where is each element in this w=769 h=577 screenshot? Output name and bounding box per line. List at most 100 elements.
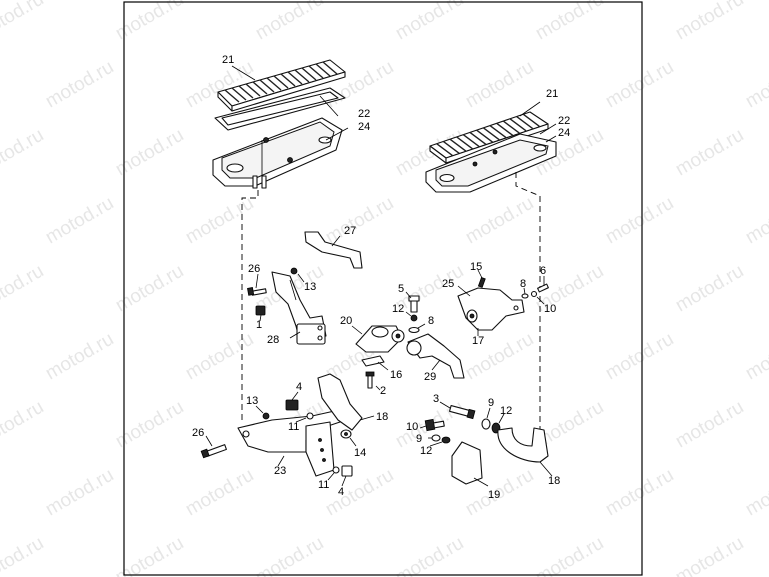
callout-5: 5	[398, 283, 404, 295]
pad-rib	[308, 65, 324, 79]
bolt-3	[439, 401, 476, 420]
pad-rib	[238, 85, 254, 99]
pad-rib	[516, 115, 534, 130]
callout-24-right: 24	[558, 127, 570, 139]
pad-rib	[476, 129, 494, 143]
callout-6: 6	[540, 265, 546, 277]
pad-rib	[509, 118, 527, 132]
watermark-text: motod.ru	[112, 397, 187, 453]
callout-2: 2	[380, 385, 386, 397]
callout-15: 15	[470, 261, 482, 273]
nut-13-lower	[255, 405, 270, 420]
left-support-bracket-27	[304, 231, 363, 269]
pad-rib	[462, 134, 480, 148]
pad-rib	[496, 122, 514, 136]
watermark-text: motod.ru	[392, 0, 467, 44]
watermark-text: motod.ru	[0, 0, 47, 44]
pad-rib	[442, 140, 460, 155]
bolt-10-lower	[419, 418, 445, 432]
watermark-text: motod.ru	[0, 397, 47, 453]
callout-26-upper: 26	[248, 263, 260, 275]
nut-10	[530, 290, 545, 305]
pad-rib	[456, 136, 474, 150]
watermark-text: motod.ru	[742, 329, 769, 385]
callout-23: 23	[274, 465, 286, 477]
arm-29	[406, 333, 465, 379]
pad-rib	[252, 81, 268, 95]
lower-right-assembly	[419, 401, 553, 487]
left-floorboard-base	[212, 117, 343, 189]
callout-labels: 21 22 24 27 26 13 1 28 21 22 24 15 25 8 …	[192, 54, 570, 501]
watermark-text: motod.ru	[42, 465, 117, 521]
pad-rib	[449, 138, 467, 152]
washer-11-lower	[327, 466, 340, 481]
callout-12-center: 12	[392, 303, 404, 315]
callout-14: 14	[354, 447, 366, 459]
pad-rib	[322, 61, 338, 75]
callout-18-left: 18	[376, 411, 388, 423]
pad-rib	[273, 75, 289, 89]
callout-8-center: 8	[428, 315, 434, 327]
pad-rib	[245, 83, 261, 97]
watermark-text: motod.ru	[392, 533, 467, 577]
callout-21-right: 21	[546, 88, 558, 100]
left-mount-bracket-28	[271, 271, 327, 345]
callout-22-right: 22	[558, 115, 570, 127]
diagram-frame	[123, 1, 643, 576]
watermark-text: motod.ru	[0, 261, 47, 317]
callout-8-right: 8	[520, 278, 526, 290]
watermark-text: motod.ru	[532, 533, 607, 577]
washer-8-right	[521, 287, 529, 299]
callout-9-lower: 9	[416, 433, 422, 445]
callout-29: 29	[424, 371, 436, 383]
right-floorboard-base	[425, 133, 557, 193]
watermark-text: motod.ru	[742, 465, 769, 521]
callout-9-upper: 9	[488, 397, 494, 409]
callout-24-left: 24	[358, 121, 370, 133]
watermark-text: motod.ru	[602, 193, 677, 249]
watermark-text: motod.ru	[252, 533, 327, 577]
pad-rib	[266, 77, 282, 91]
callout-16: 16	[390, 369, 402, 381]
callout-12-lower: 12	[420, 445, 432, 457]
watermark-text: motod.ru	[112, 261, 187, 317]
watermark-text: motod.ru	[252, 0, 327, 44]
pad-rib	[259, 79, 275, 93]
callout-21-left: 21	[222, 54, 234, 66]
bolt-4-lower	[341, 465, 353, 487]
watermark-text: motod.ru	[672, 261, 747, 317]
left-floorboard-pad	[217, 59, 346, 112]
pad-rib	[436, 143, 454, 157]
watermark-text: motod.ru	[602, 329, 677, 385]
pad-rib	[482, 127, 500, 141]
callout-10-right: 10	[544, 303, 556, 315]
watermark-text: motod.ru	[532, 0, 607, 44]
watermark-text: motod.ru	[322, 465, 397, 521]
watermark-text: motod.ru	[672, 533, 747, 577]
watermark-text: motod.ru	[112, 533, 187, 577]
watermark-text: motod.ru	[462, 193, 537, 249]
bracket-18-left	[317, 373, 375, 431]
callout-13-upper: 13	[304, 281, 316, 293]
support-arm-23	[237, 407, 353, 477]
callout-17: 17	[472, 335, 484, 347]
center-parts	[351, 291, 465, 391]
nut-12-lower	[429, 436, 451, 447]
callout-27: 27	[344, 225, 356, 237]
callout-25: 25	[442, 278, 454, 290]
watermark-text: motod.ru	[602, 57, 677, 113]
watermark-text: motod.ru	[182, 193, 257, 249]
pad-rib	[280, 73, 296, 87]
watermark-text: motod.ru	[672, 397, 747, 453]
watermark-text: motod.ru	[742, 193, 769, 249]
pad-rib	[287, 71, 303, 85]
washer-9-upper	[481, 407, 491, 430]
washer-8-center	[408, 323, 426, 334]
pad-rib	[301, 67, 317, 81]
callout-18-right: 18	[548, 475, 560, 487]
callout-28: 28	[267, 334, 279, 346]
callout-12-upper: 12	[500, 405, 512, 417]
pad-rib	[224, 89, 240, 103]
callout-13-lower: 13	[246, 395, 258, 407]
